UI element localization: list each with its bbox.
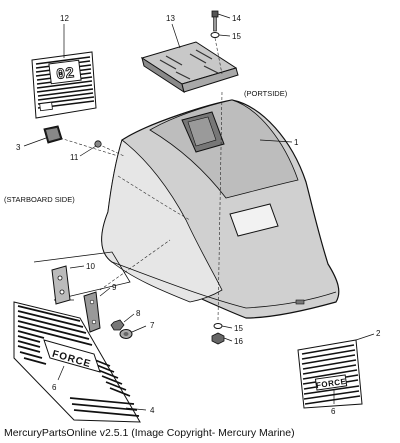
callout-9: 9 [112,283,117,292]
decal-12: 02 [31,51,97,119]
top-cover-13 [140,41,239,94]
washer-15-bottom [213,323,223,329]
callout-16: 16 [234,337,243,346]
callout-7: 7 [150,321,155,330]
callout-14: 14 [232,14,241,23]
knob-7 [119,329,133,339]
nut-16 [211,332,225,345]
decal-number: 02 [55,65,75,84]
callout-1: 1 [294,138,299,147]
screw-11 [94,140,102,148]
bracket-10 [51,265,71,305]
leader-lines [23,13,375,411]
decal-4: FORCE [13,301,141,423]
callout-numbers: 12 13 14 15 3 11 1 10 9 8 7 15 16 2 6 4 … [16,14,381,416]
callout-15-bottom: 15 [234,324,243,333]
callout-12: 12 [60,14,69,23]
callout-11: 11 [70,153,79,162]
callout-15-top: 15 [232,32,241,41]
starboard-label: (STARBOARD SIDE) [4,195,75,204]
decal-2: FORCE [297,339,363,409]
hidden-lines [59,37,223,321]
cowl-1 [101,99,340,319]
callout-8: 8 [136,309,141,318]
nut-8 [110,319,125,331]
copyright-caption: MercuryPartsOnline v2.5.1 (Image Copyrig… [4,427,295,439]
latch-9 [83,291,101,333]
washer-15-top [210,32,220,38]
callout-4: 4 [150,406,155,415]
decal-3 [43,125,63,144]
decal-brand-small: FORCE [315,377,347,390]
callout-6-right: 6 [331,407,336,416]
portside-label: (PORTSIDE) [244,89,288,98]
callout-13: 13 [166,14,175,23]
callout-3: 3 [16,143,21,152]
callout-10: 10 [86,262,95,271]
bolt-14 [211,10,219,32]
callout-2: 2 [376,329,381,338]
callout-6-left: 6 [52,383,57,392]
